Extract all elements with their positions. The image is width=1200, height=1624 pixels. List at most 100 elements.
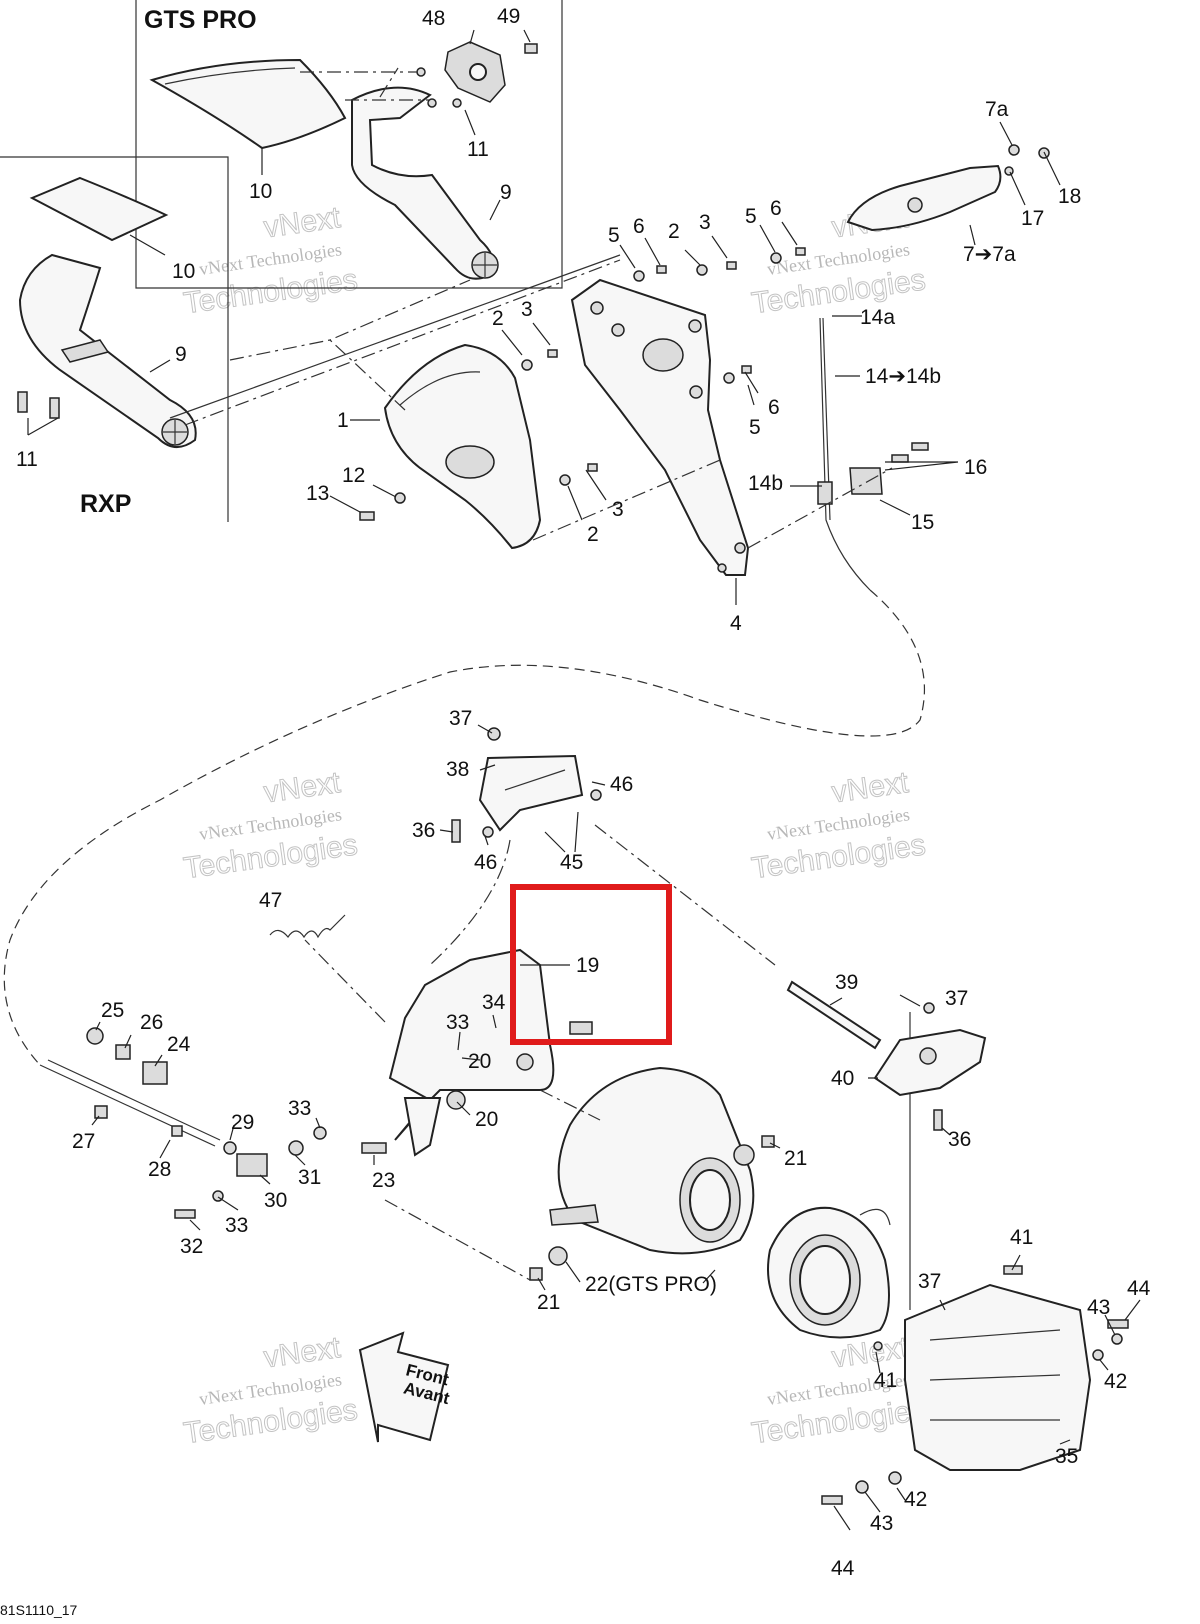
label-33-c: 33 bbox=[225, 1214, 248, 1237]
gts-trim-block bbox=[444, 41, 506, 103]
rxp-deflector-plate bbox=[29, 176, 169, 242]
label-17: 17 bbox=[1021, 207, 1044, 230]
label-11: 11 bbox=[467, 138, 489, 161]
label-37: 37 bbox=[449, 707, 472, 730]
assembly-lines-upper bbox=[184, 259, 893, 549]
label-10: 10 bbox=[249, 180, 272, 203]
label-5-c: 5 bbox=[749, 416, 761, 439]
label-42: 42 bbox=[1104, 1370, 1127, 1393]
label-36-b: 36 bbox=[948, 1128, 971, 1151]
label-21-b: 21 bbox=[537, 1291, 560, 1314]
label-25: 25 bbox=[101, 999, 124, 1022]
label-11-rxp: 11 bbox=[16, 448, 38, 471]
label-2-b: 2 bbox=[492, 307, 504, 330]
cable-route bbox=[3, 589, 926, 1066]
svg-text:vNext: vNext bbox=[262, 766, 343, 809]
label-7-to-7a: 7➔7a bbox=[963, 243, 1016, 266]
pivot-bracket-part38 bbox=[451, 727, 602, 843]
label-7a: 7a bbox=[985, 98, 1009, 121]
label-5: 5 bbox=[608, 224, 620, 247]
label-29: 29 bbox=[231, 1111, 254, 1134]
gts-assembly-lines bbox=[300, 67, 430, 101]
lever-part7 bbox=[846, 164, 1002, 232]
spring-part47 bbox=[269, 914, 346, 939]
label-20-b: 20 bbox=[475, 1108, 498, 1131]
mounting-plate-part4 bbox=[570, 278, 750, 576]
label-14-to-14b: 14➔14b bbox=[865, 365, 941, 388]
label-35: 35 bbox=[1055, 1445, 1078, 1468]
label-21: 21 bbox=[784, 1147, 807, 1170]
assembly-lines-mid bbox=[304, 824, 776, 1023]
label-6-b: 6 bbox=[770, 197, 782, 220]
label-47: 47 bbox=[259, 889, 282, 912]
highlight-box-part19 bbox=[510, 884, 672, 1045]
gts-screws bbox=[416, 43, 538, 108]
label-39: 39 bbox=[835, 971, 858, 994]
cable-part14 bbox=[817, 317, 929, 591]
label-15: 15 bbox=[911, 511, 934, 534]
label-5-b: 5 bbox=[745, 205, 757, 228]
label-34: 34 bbox=[482, 991, 506, 1014]
label-20: 20 bbox=[468, 1050, 491, 1073]
rxp-support-bracket bbox=[18, 253, 197, 448]
link-part39 bbox=[786, 980, 882, 1050]
label-43-b: 43 bbox=[870, 1512, 893, 1535]
cable-end-left bbox=[39, 1027, 387, 1219]
label-2: 2 bbox=[668, 220, 680, 243]
label-42-b: 42 bbox=[904, 1488, 927, 1511]
label-19: 19 bbox=[576, 954, 599, 977]
gts-pro-inset-frame bbox=[135, 0, 563, 289]
label-46-b: 46 bbox=[474, 851, 497, 874]
leader-lines bbox=[27, 29, 1141, 1531]
assembly-lines-housing bbox=[384, 1089, 601, 1281]
label-16: 16 bbox=[964, 456, 987, 479]
label-10-rxp: 10 bbox=[172, 260, 195, 283]
label-44: 44 bbox=[1127, 1277, 1151, 1300]
label-46: 46 bbox=[610, 773, 633, 796]
label-13: 13 bbox=[306, 482, 329, 505]
label-27: 27 bbox=[72, 1130, 95, 1153]
label-48: 48 bbox=[422, 7, 445, 30]
assembly-axis bbox=[169, 254, 621, 419]
main-guard-part1 bbox=[383, 343, 542, 550]
label-9-rxp: 9 bbox=[175, 343, 187, 366]
label-23: 23 bbox=[372, 1169, 395, 1192]
label-3-c: 3 bbox=[612, 498, 624, 521]
washers-screws-upper bbox=[359, 144, 1050, 521]
label-22-gts-pro: 22(GTS PRO) bbox=[585, 1273, 717, 1296]
watermark: vNext vNext Technologies Technologies bbox=[749, 1331, 928, 1451]
svg-text:vNext: vNext bbox=[830, 766, 911, 809]
label-40: 40 bbox=[831, 1067, 854, 1090]
label-14b: 14b bbox=[748, 472, 783, 495]
label-37-c: 37 bbox=[918, 1270, 941, 1293]
label-45: 45 bbox=[560, 851, 583, 874]
label-6: 6 bbox=[633, 215, 645, 238]
watermark: vNext vNext Technologies Technologies bbox=[181, 201, 360, 321]
front-direction-arrow: Front Avant bbox=[358, 1331, 452, 1443]
label-28: 28 bbox=[148, 1158, 171, 1181]
label-2-c: 2 bbox=[587, 523, 599, 546]
label-36: 36 bbox=[412, 819, 435, 842]
gts-support-bracket bbox=[351, 86, 499, 280]
label-18: 18 bbox=[1058, 185, 1081, 208]
label-24: 24 bbox=[167, 1033, 191, 1056]
label-49: 49 bbox=[497, 5, 520, 28]
label-26: 26 bbox=[140, 1011, 163, 1034]
label-31: 31 bbox=[298, 1166, 321, 1189]
rxp-screws bbox=[17, 391, 60, 419]
label-3: 3 bbox=[699, 211, 711, 234]
label-6-c: 6 bbox=[768, 396, 780, 419]
label-33-b: 33 bbox=[288, 1097, 311, 1120]
gts-deflector-plate bbox=[149, 58, 347, 150]
label-14a: 14a bbox=[860, 306, 895, 329]
label-44-b: 44 bbox=[831, 1557, 855, 1580]
watermark: vNext vNext Technologies Technologies bbox=[749, 766, 928, 886]
figure-code: 81S1110_17 bbox=[0, 1602, 78, 1618]
label-32: 32 bbox=[180, 1235, 203, 1258]
label-4: 4 bbox=[730, 612, 742, 635]
label-3-b: 3 bbox=[521, 298, 533, 321]
watermark: vNext vNext Technologies Technologies bbox=[181, 1331, 360, 1451]
label-37-b: 37 bbox=[945, 987, 968, 1010]
label-41-b: 41 bbox=[874, 1369, 897, 1392]
